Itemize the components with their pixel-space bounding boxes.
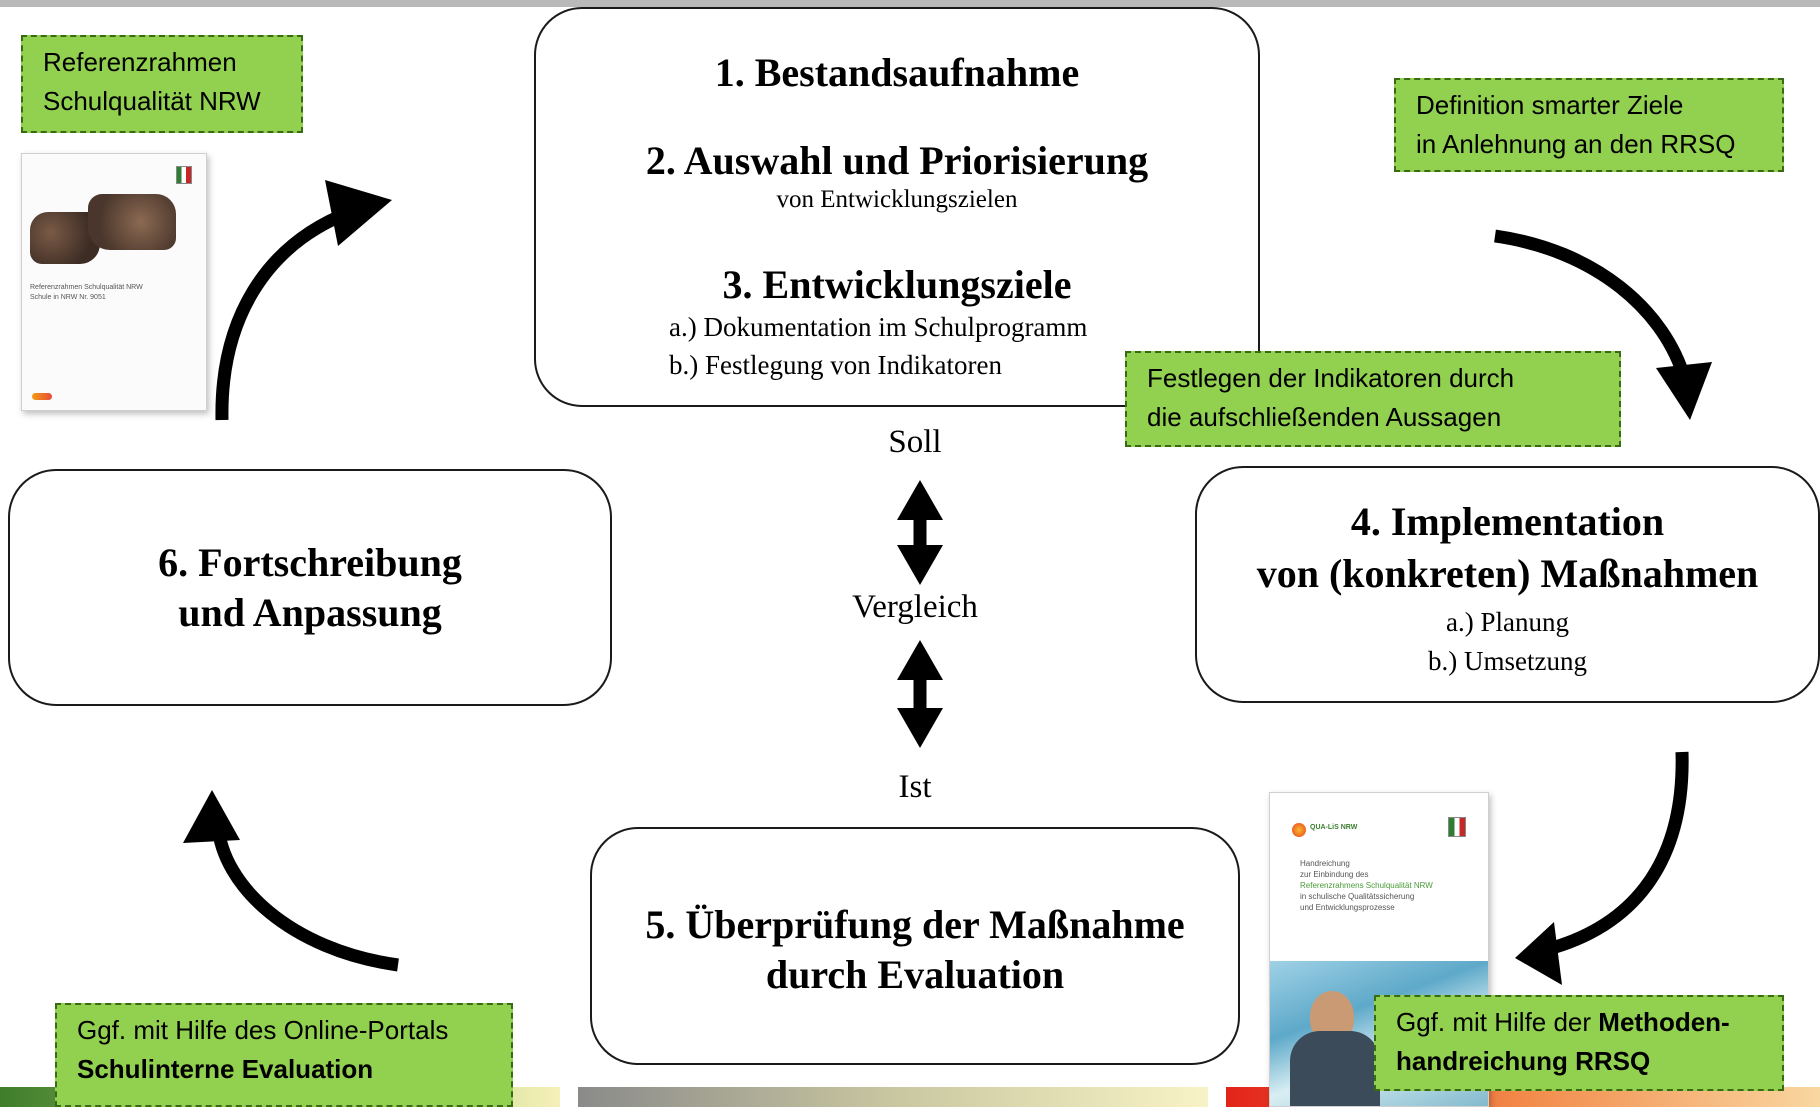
soll-label: Soll bbox=[888, 424, 942, 460]
step-3-item-b: b.) Festlegung von Indikatoren bbox=[669, 350, 1002, 380]
step-1-title: 1. Bestandsaufnahme bbox=[714, 50, 1080, 95]
step-5-line-1: 5. Überprüfung der Maßnahme bbox=[645, 902, 1185, 947]
step-6-line-1: 6. Fortschreibung bbox=[158, 540, 462, 585]
step-4-line-1: 4. Implementation bbox=[1350, 499, 1665, 544]
step-4-box: 4. Implementation von (konkreten) Maßnah… bbox=[1195, 466, 1820, 703]
doc-right-text-1: Handreichung bbox=[1300, 859, 1350, 868]
note-online-line-1: Ggf. mit Hilfe des Online-Portals bbox=[77, 1015, 449, 1045]
arrow-4-to-5-head bbox=[1515, 922, 1562, 985]
note-methoden-prefix: Ggf. mit Hilfe der bbox=[1396, 1007, 1599, 1037]
note-methoden-bold: Methoden- bbox=[1598, 1007, 1730, 1037]
note-online-line-2: Schulinterne Evaluation bbox=[77, 1054, 374, 1084]
arrow-5-to-6 bbox=[211, 824, 399, 972]
footer-bar-gray bbox=[578, 1087, 1208, 1107]
puzzle-image bbox=[28, 192, 183, 270]
step-2-subtitle: von Entwicklungszielen bbox=[776, 186, 1018, 213]
note-definition-ziele: Definition smarter Ziele in Anlehnung an… bbox=[1394, 78, 1784, 172]
referenzrahmen-brochure: Referenzrahmen Schulqualität NRW Schule … bbox=[21, 153, 207, 411]
step-1-3-box: 1. Bestandsaufnahme 2. Auswahl und Prior… bbox=[534, 7, 1260, 407]
doc-left-title-1: Referenzrahmen Schulqualität NRW bbox=[30, 284, 143, 291]
note-referenzrahmen-line-1: Referenzrahmen bbox=[43, 47, 237, 77]
step-5-box: 5. Überprüfung der Maßnahme durch Evalua… bbox=[590, 827, 1240, 1065]
step-3-item-a: a.) Dokumentation im Schulprogramm bbox=[669, 312, 1088, 342]
note-referenzrahmen: Referenzrahmen Schulqualität NRW bbox=[21, 35, 303, 133]
step-6-box: 6. Fortschreibung und Anpassung bbox=[8, 469, 612, 706]
note-festlegen-line-1: Festlegen der Indikatoren durch bbox=[1147, 363, 1515, 393]
note-methodenhandreichung: Ggf. mit Hilfe der Methoden- handreichun… bbox=[1374, 995, 1784, 1091]
step-5-line-2: durch Evaluation bbox=[765, 952, 1065, 997]
arrow-5-to-6-head bbox=[183, 790, 240, 843]
arrow-6-to-ref-head bbox=[325, 180, 392, 246]
arrow-vergleich-down-head bbox=[897, 545, 943, 585]
arrow-ist-down-head bbox=[897, 708, 943, 748]
note-definition-line-2: in Anlehnung an den RRSQ bbox=[1416, 129, 1736, 159]
arrow-ref-to-1 bbox=[1494, 229, 1692, 382]
step-2-title: 2. Auswahl und Priorisierung bbox=[645, 138, 1149, 183]
note-festlegen-line-2: die aufschließenden Aussagen bbox=[1147, 402, 1502, 432]
arrow-vergleich-up-head bbox=[897, 640, 943, 680]
nrw-crest-icon bbox=[1448, 817, 1466, 837]
qualis-logo-icon bbox=[1292, 823, 1306, 837]
doc-right-logo: QUA-LiS NRW bbox=[1310, 824, 1358, 831]
arrow-4-to-5 bbox=[1543, 751, 1689, 957]
step-4-item-b: b.) Umsetzung bbox=[1428, 646, 1587, 676]
arrow-6-to-ref bbox=[215, 205, 353, 421]
note-online-portal: Ggf. mit Hilfe des Online-Portals Schuli… bbox=[55, 1003, 513, 1107]
arrow-soll-up-head bbox=[897, 480, 943, 520]
vergleich-label: Vergleich bbox=[852, 589, 978, 625]
top-rule bbox=[0, 0, 1820, 7]
doc-right-text-3: Referenzrahmens Schulqualität NRW bbox=[1300, 881, 1433, 890]
note-festlegen-indikatoren: Festlegen der Indikatoren durch die aufs… bbox=[1125, 351, 1621, 447]
note-methoden-line-1: Ggf. mit Hilfe der Methoden- bbox=[1396, 1003, 1762, 1042]
qualis-logo-icon bbox=[32, 393, 52, 400]
step-3-title: 3. Entwicklungsziele bbox=[722, 262, 1072, 307]
note-methoden-line-2: handreichung RRSQ bbox=[1396, 1046, 1651, 1076]
doc-left-title-2: Schule in NRW Nr. 9051 bbox=[30, 294, 106, 301]
ist-label: Ist bbox=[898, 769, 932, 805]
doc-right-text-2: zur Einbindung des bbox=[1300, 870, 1369, 879]
step-4-item-a: a.) Planung bbox=[1446, 607, 1569, 637]
step-4-line-2: von (konkreten) Maßnahmen bbox=[1256, 551, 1759, 596]
note-definition-line-1: Definition smarter Ziele bbox=[1416, 90, 1684, 120]
doc-right-text-4: in schulische Qualitätssicherung bbox=[1300, 892, 1415, 901]
step-6-line-2: und Anpassung bbox=[178, 590, 442, 635]
arrow-ref-to-1-head bbox=[1656, 362, 1712, 420]
doc-right-text-5: und Entwicklungsprozesse bbox=[1300, 903, 1395, 912]
note-referenzrahmen-line-2: Schulqualität NRW bbox=[43, 86, 261, 116]
nrw-crest-icon bbox=[176, 166, 192, 184]
